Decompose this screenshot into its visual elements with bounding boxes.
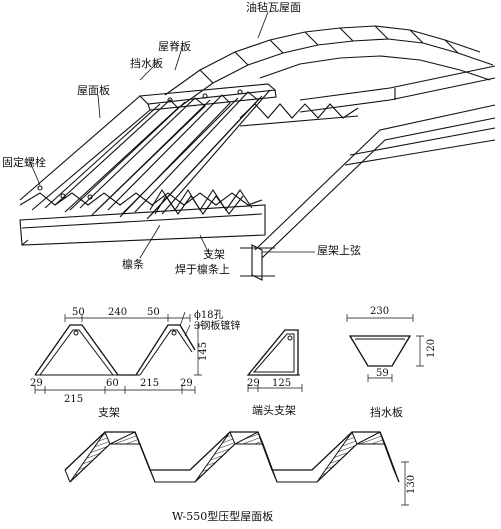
bracket-dim-bottom-2: 215 (64, 394, 83, 405)
middle-panel-section (239, 103, 359, 127)
end-bracket-dim-2: 125 (272, 378, 291, 389)
w550-text: 130 W-550型压型屋面板 (172, 475, 417, 523)
label-purlin: 檩条 (122, 257, 144, 271)
panel-height: 130 (406, 475, 417, 494)
label-fixing-bolt: 固定螺栓 (2, 155, 46, 169)
bracket-dim-bottom-3: 60 (106, 378, 119, 389)
water-stop-height: 120 (426, 339, 437, 358)
label-roof-panel: 屋面板 (77, 83, 110, 97)
roof-assembly-iso (19, 11, 496, 281)
panel-caption: W-550型压型屋面板 (172, 509, 273, 523)
bracket-detail-text: 50 240 50 ϕ18孔 3钢板镀锌 145 29 215 60 215 2… (30, 307, 240, 419)
bracket-dim-top-3: 50 (147, 307, 160, 318)
label-water-stop-board: 挡水板 (130, 56, 163, 70)
label-roof-top: 油毡瓦屋面 (246, 0, 301, 14)
bracket-detail (34, 311, 202, 394)
label-ridge-board: 屋脊板 (158, 39, 191, 53)
truss-chord (240, 104, 496, 281)
end-bracket-detail (246, 329, 303, 392)
bracket-caption: 支架 (98, 406, 120, 419)
water-stop-width: 230 (370, 306, 389, 317)
bracket-dim-bottom-5: 29 (180, 378, 193, 389)
water-stop-bottom: 59 (376, 368, 389, 379)
bracket-dim-bottom-1: 29 (30, 378, 43, 389)
roof-tile-sheet (164, 25, 494, 109)
bracket-dim-top-1: 50 (72, 307, 85, 318)
end-bracket-caption: 端头支架 (252, 404, 296, 417)
front-corrugation (19, 192, 263, 206)
leader-lines (29, 11, 315, 259)
water-stop-text: 230 120 59 挡水板 (370, 306, 437, 419)
bracket-height: 145 (198, 342, 209, 361)
label-weld-on-purlin: 焊于檩条上 (175, 262, 230, 276)
roof-panels-iso (19, 89, 271, 220)
label-truss-top-chord: 屋架上弦 (317, 243, 361, 257)
end-bracket-text: 29 125 端头支架 (247, 378, 296, 417)
bracket-iso (149, 188, 253, 215)
bracket-dim-top-2: 240 (108, 307, 127, 318)
w550-panel-detail (64, 430, 409, 506)
water-stop-detail (346, 314, 424, 382)
end-bracket-dim-1: 29 (247, 378, 260, 389)
bracket-hole: ϕ18孔 (194, 309, 224, 321)
purlin-iso (19, 204, 266, 246)
top-labels: 油毡瓦屋面 屋脊板 挡水板 屋面板 固定螺栓 檩条 支架 焊于檩条上 屋架上弦 (2, 0, 361, 276)
label-bracket: 支架 (203, 248, 225, 261)
water-stop-caption: 挡水板 (370, 405, 403, 419)
bracket-dim-bottom-4: 215 (140, 378, 159, 389)
ridge-beam (299, 65, 496, 113)
bracket-material: 3钢板镀锌 (194, 319, 240, 332)
